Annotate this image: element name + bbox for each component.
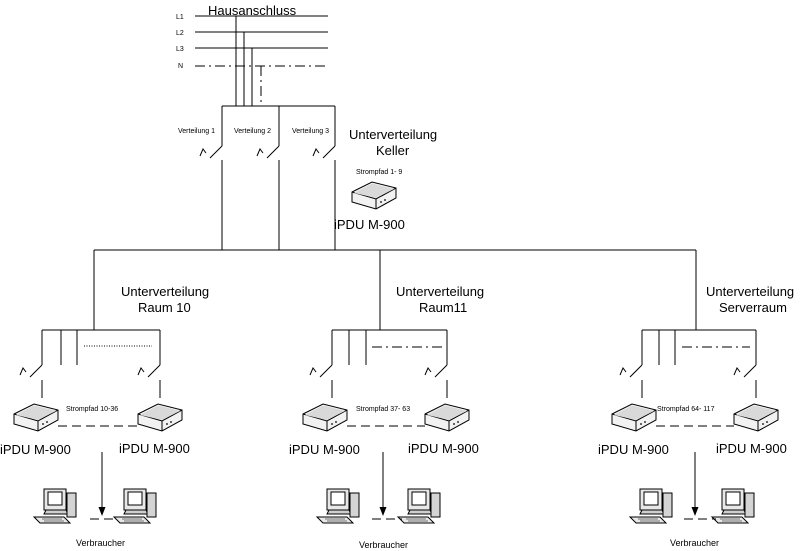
raum11-consumer-label: Verbraucher [359,540,408,550]
distribution-label-3: Verteilung 3 [292,128,329,135]
keller-pdu-icon [351,181,397,210]
phase-label-l3: L3 [176,46,184,53]
serverraum-strompfad: Strompfad 64- 117 [657,406,715,413]
serverraum-device-right-label: iPDU M-900 [716,441,787,456]
phase-label-l2: L2 [176,30,184,37]
distribution-label-1: Verteilung 1 [178,128,215,135]
main-bus [93,249,697,330]
raum11-pdu-right-icon [424,403,470,432]
raum10-computer-right-icon [113,488,157,524]
subdistribution-raum11: Unterverteilung Raum11 Strompfad 37- 63 … [289,284,484,550]
serverraum-consumer-label: Verbraucher [670,538,719,548]
keller-label-line2: Keller [376,143,410,158]
serverraum-label-line1: Unterverteilung [706,284,794,299]
raum10-strompfad: Strompfad 10-36 [66,406,118,413]
raum10-pdu-left-icon [13,403,59,432]
house-bus-lines [195,15,336,146]
raum11-pdu-left-icon [302,403,348,432]
distribution-label-2: Verteilung 2 [234,128,271,135]
subdistribution-raum10: Unterverteilung Raum 10 Strompfad 10-36 … [0,284,209,548]
phase-label-l1: L1 [176,14,184,21]
raum10-label-line1: Unterverteilung [121,284,209,299]
serverraum-computer-left-icon [629,488,673,524]
raum10-device-left-label: iPDU M-900 [0,442,71,457]
house-connection-title: Hausanschluss [208,3,297,18]
raum11-label-line2: Raum11 [419,300,467,315]
keller-label-line1: Unterverteilung [349,127,437,142]
raum10-computer-left-icon [33,488,77,524]
raum10-pdu-right-icon [137,403,183,432]
raum11-computer-right-icon [397,488,441,524]
serverraum-pdu-left-icon [611,403,657,432]
raum11-device-right-label: iPDU M-900 [408,441,479,456]
main-switches [199,145,336,250]
serverraum-label-line2: Serverraum [719,300,787,315]
subdistribution-serverraum: Unterverteilung Serverraum Strompfad 64-… [598,284,794,548]
keller-strompfad: Strompfad 1- 9 [356,169,402,176]
raum11-device-left-label: iPDU M-900 [289,442,360,457]
raum11-computer-left-icon [316,488,360,524]
keller-device-label: iPDU M-900 [334,217,405,232]
serverraum-computer-right-icon [711,488,755,524]
phase-label-n: N [178,63,183,70]
raum10-label-line2: Raum 10 [138,300,191,315]
raum10-consumer-label: Verbraucher [76,538,125,548]
raum11-label-line1: Unterverteilung [396,284,484,299]
serverraum-device-left-label: iPDU M-900 [598,442,669,457]
serverraum-pdu-right-icon [733,403,779,432]
raum11-strompfad: Strompfad 37- 63 [356,406,410,413]
raum10-device-right-label: iPDU M-900 [119,441,190,456]
